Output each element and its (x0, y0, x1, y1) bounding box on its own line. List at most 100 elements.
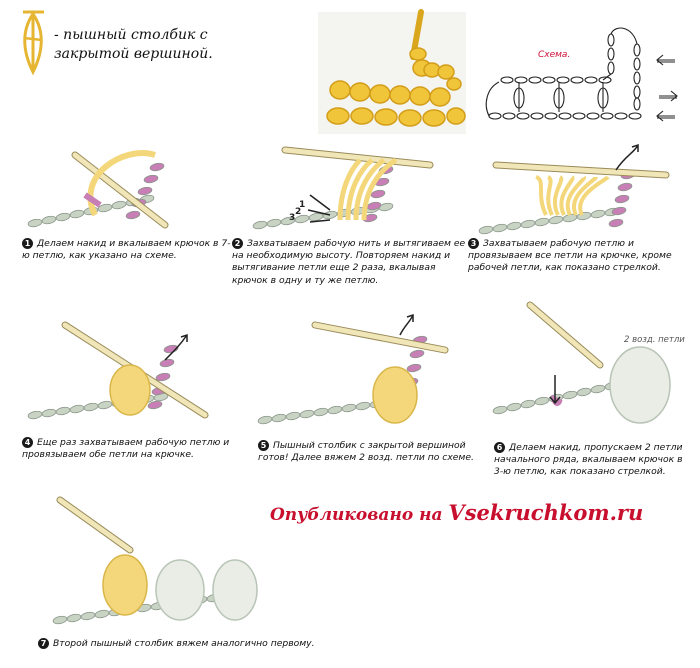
chain-stitch (266, 218, 282, 228)
schema-label: Схема. (538, 50, 571, 60)
credit-site-link[interactable]: Vsekruchkom.ru (448, 500, 644, 525)
chain-stitch (492, 405, 508, 415)
crochet-hook-icon (493, 162, 669, 178)
step-7-text: 7 Второй пышный столбик вяжем аналогично … (38, 638, 358, 650)
chain-stitch (614, 194, 630, 204)
crochet-hook-icon (57, 497, 133, 553)
credit-prefix: Опубликовано на (270, 505, 449, 525)
chain-stitch (97, 400, 113, 410)
chain-stitch (520, 219, 536, 229)
step-5-illustration (257, 313, 449, 425)
step-3-number: 3 (468, 238, 479, 249)
direction-arrow-icon (164, 333, 188, 361)
chain-stitch (370, 189, 386, 199)
chain-stitch (608, 218, 624, 228)
chain-stitch (378, 202, 394, 212)
chain-stitch (137, 186, 153, 196)
step-7-number: 7 (38, 638, 49, 649)
puff-stitch (212, 559, 258, 621)
chain-stitch (313, 407, 329, 417)
chain-stitch (69, 404, 85, 414)
step-6-description: Делаем накид, пропускаем 2 петли начальн… (494, 442, 683, 478)
puff-stitch-symbol-icon (23, 10, 44, 76)
chain-stitch (299, 409, 315, 419)
chain-stitch (285, 411, 301, 421)
chain-stitch (66, 613, 82, 623)
chain-stitch (155, 372, 171, 382)
chain-stitch (478, 225, 494, 235)
chain-stitch (80, 611, 96, 621)
yarn-loop (559, 175, 575, 216)
step-1-description: Делаем накид и вкалываем крючок в 7-ю пе… (22, 238, 231, 262)
chain-stitch (611, 206, 627, 216)
chain-stitch (69, 209, 85, 219)
page-title: - пышный столбик с закрытой вершиной. (54, 27, 213, 62)
step-3-illustration (478, 143, 670, 235)
chain-stitch (506, 402, 522, 412)
loop-number-1: 1 (299, 200, 306, 210)
step-5-number: 5 (258, 440, 269, 451)
step-5-description: Пышный столбик с закрытой вершиной готов… (258, 440, 474, 464)
yarn-strand (83, 192, 102, 208)
chain-stitch (355, 401, 371, 411)
puff-stitch (109, 364, 151, 416)
step-2-illustration (252, 146, 434, 230)
step-4-number: 4 (22, 437, 33, 448)
chain-stitch (548, 215, 564, 225)
chain-stitch (341, 403, 357, 413)
sample-photo (318, 9, 466, 134)
direction-arrow-icon (307, 194, 331, 223)
puff-stitch (155, 559, 205, 621)
chain-stitch (125, 210, 141, 220)
chain-stitch (83, 402, 99, 412)
yarn-loop (361, 157, 398, 221)
chain-stitch (252, 220, 268, 230)
chain-stitch (534, 217, 550, 227)
published-credit: Опубликовано на Vsekruchkom.ru (270, 500, 643, 525)
chain-stitch (143, 174, 159, 184)
yarn-loop (572, 175, 598, 216)
chain-stitch (27, 218, 43, 228)
step-1-illustration (27, 150, 169, 229)
puff-stitch (609, 346, 671, 424)
yarn-loop (565, 175, 587, 216)
chain-stitch (271, 413, 287, 423)
crochet-hook-icon (282, 147, 433, 168)
chain-stitch (55, 212, 71, 222)
chain-stitch (409, 349, 425, 359)
chain-stitch (492, 223, 508, 233)
direction-arrow-icon (549, 375, 561, 405)
chain-stitch (520, 399, 536, 409)
chain-stitch (55, 406, 71, 416)
chain-stitch (27, 410, 43, 420)
yarn-loop (552, 175, 564, 216)
yarn-loop (546, 175, 554, 216)
yarn-loop (535, 175, 548, 216)
yarn-loop (337, 158, 362, 221)
step-3-description: Захватываем рабочую петлю и провязываем … (468, 238, 672, 274)
chain-stitch (590, 209, 606, 219)
chain-stitch (590, 384, 606, 394)
chain-stitch (111, 200, 127, 210)
step-7-description: Второй пышный столбик вяжем аналогично п… (53, 638, 315, 649)
stitch-schema-diagram (485, 27, 678, 122)
chain-stitch (94, 609, 110, 619)
chain-stitch (149, 162, 165, 172)
loop-number-3: 3 (289, 213, 296, 223)
chain-stitch (617, 182, 633, 192)
puff-stitch (102, 554, 148, 616)
chain-stitch (576, 211, 592, 221)
yarn-loop (345, 158, 374, 221)
chain-stitch (52, 615, 68, 625)
yarn-loop (578, 175, 610, 216)
chain-loops-note: 2 возд. петли (624, 335, 685, 345)
loop-number-2: 2 (295, 207, 302, 217)
chain-stitch (147, 400, 163, 410)
chain-stitch (534, 396, 550, 406)
crochet-hook-icon (72, 152, 168, 228)
